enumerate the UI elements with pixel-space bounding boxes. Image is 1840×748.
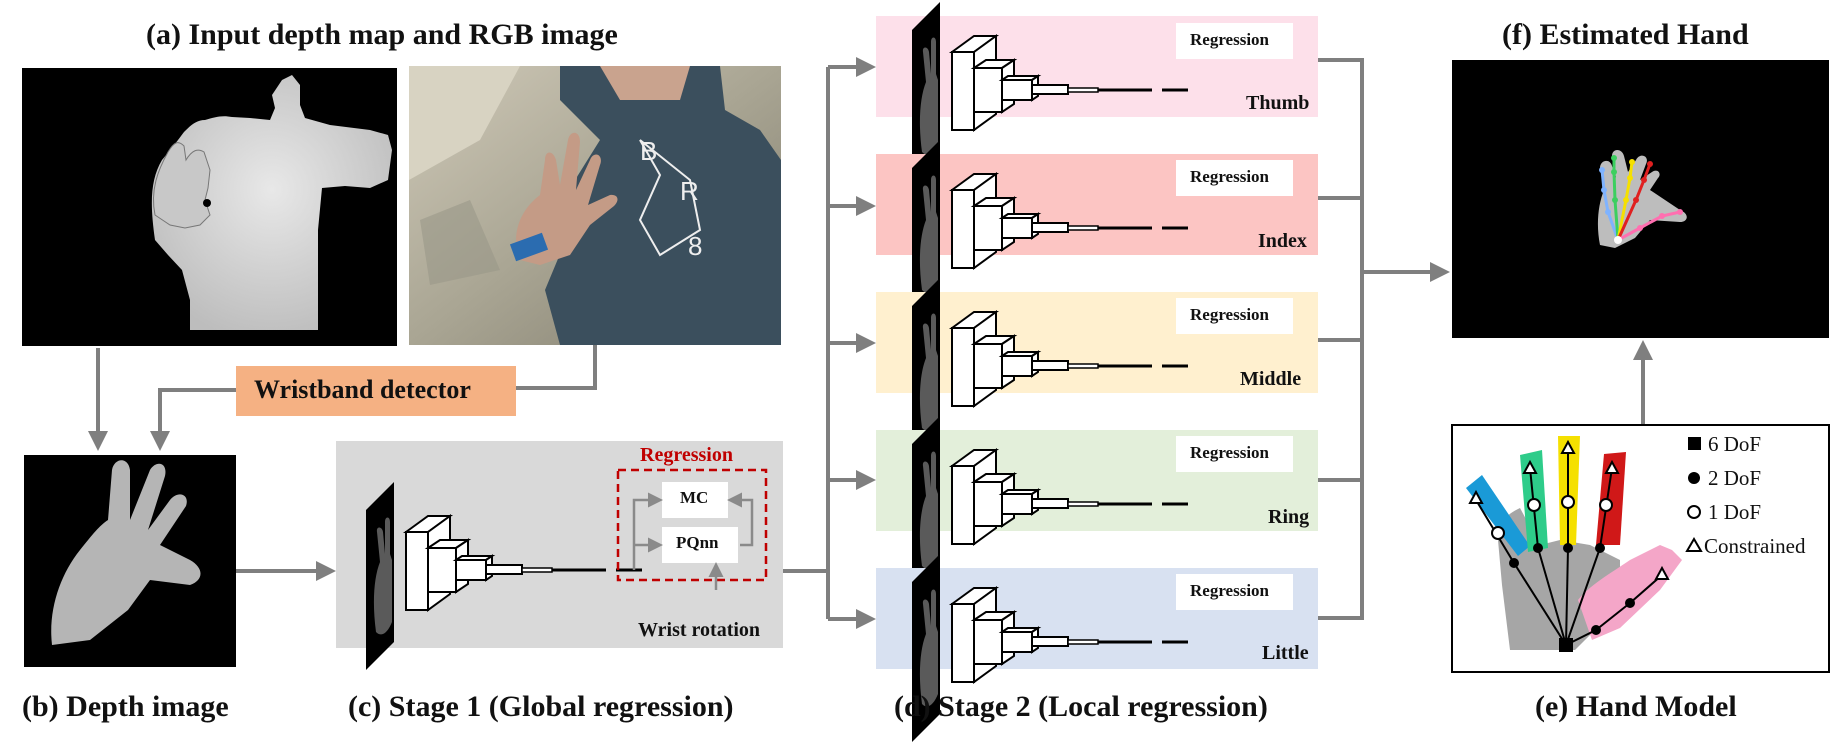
stage1-regression-title: Regression — [640, 444, 733, 466]
rgb-torso — [545, 66, 781, 345]
little-label: Little — [1262, 642, 1309, 664]
caption-hand-model: (e) Hand Model — [1535, 690, 1737, 723]
index-regression-label: Regression — [1190, 167, 1270, 186]
legend-6dof: 6 DoF — [1708, 432, 1762, 456]
index-label: Index — [1258, 230, 1307, 252]
mc-label: MC — [680, 488, 709, 507]
caption-input: (a) Input depth map and RGB image — [146, 18, 618, 51]
svg-text:R: R — [680, 176, 699, 206]
caption-stage2: (d) Stage 2 (Local regression) — [894, 690, 1268, 723]
stage2-row-index — [876, 138, 1318, 330]
stage2-row-middle — [876, 276, 1318, 468]
depth-hand-overlay — [152, 142, 211, 229]
depth-body-silhouette — [151, 75, 392, 330]
middle-label: Middle — [1240, 368, 1302, 390]
svg-text:B: B — [640, 136, 657, 166]
finger-little — [1466, 475, 1530, 556]
pqnn-label: PQnn — [676, 533, 719, 552]
caption-depth-image: (b) Depth image — [22, 690, 229, 723]
stage2-row-little — [876, 552, 1318, 744]
legend-constrained: Constrained — [1704, 534, 1806, 558]
caption-estimated-hand: (f) Estimated Hand — [1502, 18, 1749, 51]
wristband-detector-label: Wristband detector — [254, 375, 471, 404]
legend-1dof: 1 DoF — [1708, 500, 1762, 524]
cropped-hand-silhouette — [51, 460, 201, 645]
rgb-hand — [516, 132, 618, 265]
stage2-row-ring — [876, 414, 1318, 606]
legend-1dof-icon — [1687, 505, 1701, 519]
legend-2dof-icon — [1688, 472, 1700, 484]
svg-text:8: 8 — [688, 231, 702, 261]
arrow-detector-to-crop — [150, 388, 236, 451]
thumb-regression-label: Regression — [1190, 30, 1270, 49]
legend-6dof-icon — [1688, 437, 1701, 450]
pqnn-box — [662, 527, 738, 563]
caption-stage1: (c) Stage 1 (Global regression) — [348, 690, 734, 723]
little-regression-label: Regression — [1190, 581, 1270, 600]
thumb-label: Thumb — [1246, 92, 1310, 114]
legend-constrained-icon — [1685, 537, 1703, 552]
arrow-rgb-to-detector — [516, 345, 597, 390]
finger-thumb — [1578, 545, 1682, 640]
ring-label: Ring — [1268, 506, 1310, 528]
legend-2dof: 2 DoF — [1708, 466, 1762, 490]
ring-regression-label: Regression — [1190, 443, 1270, 462]
stage2-row-thumb — [876, 0, 1318, 192]
wrist-rotation-label: Wrist rotation — [638, 619, 761, 641]
mc-box — [662, 482, 728, 518]
stage1-regression-box — [616, 468, 768, 582]
wristband-detector-box — [236, 366, 516, 416]
middle-regression-label: Regression — [1190, 305, 1270, 324]
